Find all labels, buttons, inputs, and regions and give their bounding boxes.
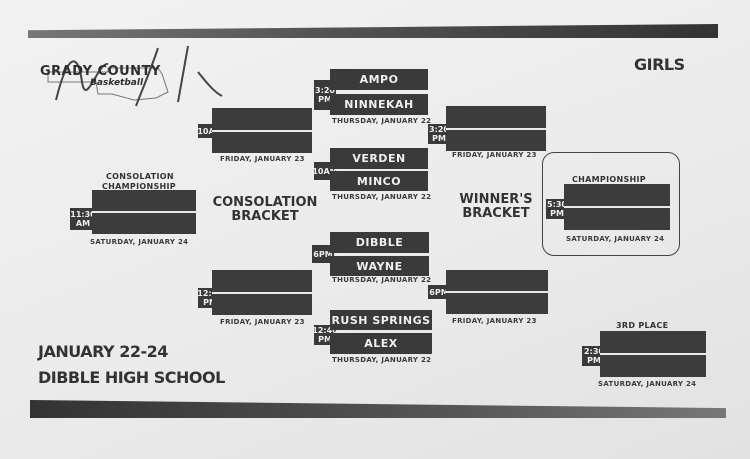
team-alex: ALEX: [330, 333, 432, 354]
grady-county-logo: GRADY COUNTY Basketball: [38, 42, 228, 114]
game-verden-date: THURSDAY, JANUARY 22: [332, 193, 432, 201]
top-strip: [28, 24, 718, 38]
championship-time: 5:30 PM: [546, 199, 568, 219]
cons-champ-time: 11:30 AM: [70, 208, 96, 230]
team-wayne: WAYNE: [330, 256, 429, 276]
event-venue: DIBBLE HIGH SCHOOL: [38, 368, 225, 387]
oklahoma-outline-icon: [47, 45, 223, 107]
cons-champ-slot: [92, 190, 196, 234]
event-dates: JANUARY 22-24: [38, 342, 168, 361]
time-line2: PM: [587, 356, 601, 365]
time-line1: 5:30: [547, 200, 567, 209]
logo-text-line1: GRADY COUNTY: [40, 64, 161, 79]
team-verden: VERDEN: [330, 148, 428, 169]
bottom-strip: [30, 400, 726, 418]
cons-top-slot: [212, 108, 312, 153]
division-label: GIRLS: [634, 55, 685, 74]
consolation-bracket-title: CONSOLATION BRACKET: [212, 195, 318, 224]
win-bottom-time: 6PM: [428, 285, 450, 299]
cons-champ-title-1: CONSOLATION: [106, 172, 174, 181]
time-line2: PM: [432, 134, 446, 143]
game-dibble-date: THURSDAY, JANUARY 22: [332, 276, 432, 284]
game-ampo-date: THURSDAY, JANUARY 22: [332, 117, 432, 125]
time-line1: 3:20: [315, 86, 335, 95]
time-line1: 12:40: [197, 289, 223, 298]
cons-bottom-slot: [212, 270, 312, 315]
logo-text-line2: Basketball: [90, 78, 144, 88]
time-line1: 3:20: [429, 125, 449, 134]
team-dibble: DIBBLE: [330, 232, 429, 253]
game-dibble-time: 6PM: [312, 245, 334, 263]
time-line2: PM: [318, 95, 332, 104]
win-top-slot: [446, 106, 546, 151]
win-bottom-slot: [446, 270, 548, 314]
championship-slot: [564, 184, 670, 230]
third-place-title: 3RD PLACE: [616, 321, 669, 330]
team-minco: MINCO: [330, 171, 428, 191]
team-ninnekah: NINNEKAH: [330, 94, 428, 115]
championship-frame: [542, 152, 680, 256]
time-line2: PM: [550, 209, 564, 218]
cons-bottom-date: FRIDAY, JANUARY 23: [220, 318, 305, 326]
winners-bracket-title: WINNER'S BRACKET: [459, 192, 533, 221]
game-rush-date: THURSDAY, JANUARY 22: [332, 356, 432, 364]
win-top-time: 3:20 PM: [428, 124, 450, 144]
third-place-slot: [600, 331, 706, 377]
cons-top-date: FRIDAY, JANUARY 23: [220, 155, 305, 163]
cons-champ-date: SATURDAY, JANUARY 24: [90, 238, 189, 246]
team-rush-springs: RUSH SPRINGS: [330, 310, 432, 330]
championship-date: SATURDAY, JANUARY 24: [566, 235, 665, 243]
cons-champ-title-2: CHAMPIONSHIP: [102, 182, 176, 191]
team-ampo: AMPO: [330, 69, 428, 90]
time-line1: 12:40: [312, 326, 338, 335]
time-line2: PM: [203, 298, 217, 307]
championship-title: CHAMPIONSHIP: [572, 175, 646, 184]
win-bottom-date: FRIDAY, JANUARY 23: [452, 317, 537, 325]
time-line2: AM: [75, 219, 91, 228]
win-top-date: FRIDAY, JANUARY 23: [452, 151, 537, 159]
time-line1: 11:30: [70, 210, 96, 219]
time-line2: PM: [318, 335, 332, 344]
time-line1: 2:30: [584, 347, 604, 356]
third-place-date: SATURDAY, JANUARY 24: [598, 380, 697, 388]
